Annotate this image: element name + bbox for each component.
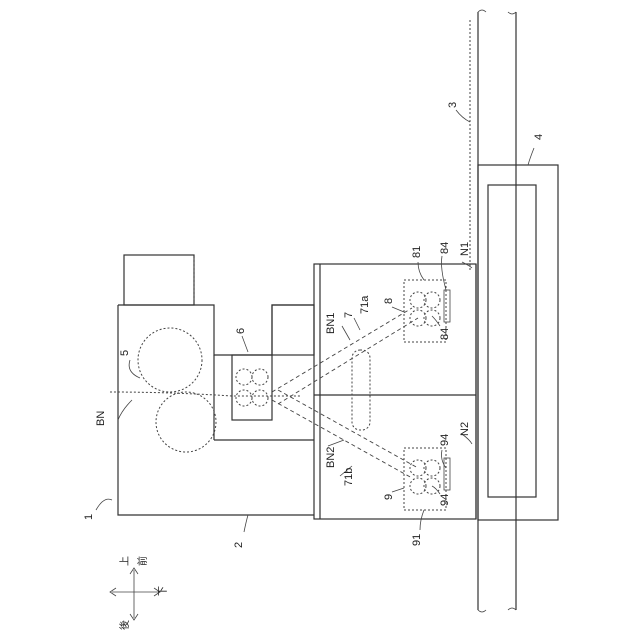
conveyors-7 xyxy=(272,308,418,478)
label-BN: BN xyxy=(95,411,107,426)
label-71a: 71a xyxy=(359,295,371,314)
label-7: 7 xyxy=(343,312,355,318)
label-N1: N1 xyxy=(459,242,471,256)
label-8: 8 xyxy=(383,298,395,304)
label-91: 91 xyxy=(411,534,423,546)
top-box xyxy=(124,255,194,305)
direction-down: 下 xyxy=(158,586,169,596)
direction-cross xyxy=(110,568,160,620)
label-84-top: 84 xyxy=(439,242,451,254)
label-BN2: BN2 xyxy=(325,447,337,468)
direction-labels: 上 下 前 後 xyxy=(118,556,169,630)
label-5: 5 xyxy=(119,350,131,356)
direction-up: 上 xyxy=(119,556,131,566)
label-BN1: BN1 xyxy=(325,313,337,334)
label-1: 1 xyxy=(83,514,95,520)
label-81: 81 xyxy=(411,246,423,258)
leader-lines xyxy=(96,110,534,532)
foundation-4 xyxy=(478,165,558,520)
label-94-top: 94 xyxy=(439,434,451,446)
label-4: 4 xyxy=(533,134,545,140)
label-3: 3 xyxy=(447,102,459,108)
unit-6 xyxy=(232,355,272,420)
label-6: 6 xyxy=(235,328,247,334)
label-71b: 71b xyxy=(343,468,355,486)
label-N2: N2 xyxy=(459,422,471,436)
ground-strip xyxy=(470,10,516,612)
direction-back: 後 xyxy=(118,620,131,630)
label-9: 9 xyxy=(383,494,395,500)
label-84-bottom: 84 xyxy=(439,328,451,340)
label-2: 2 xyxy=(233,542,245,548)
direction-front: 前 xyxy=(136,556,149,566)
label-94-bottom: 94 xyxy=(439,494,451,506)
